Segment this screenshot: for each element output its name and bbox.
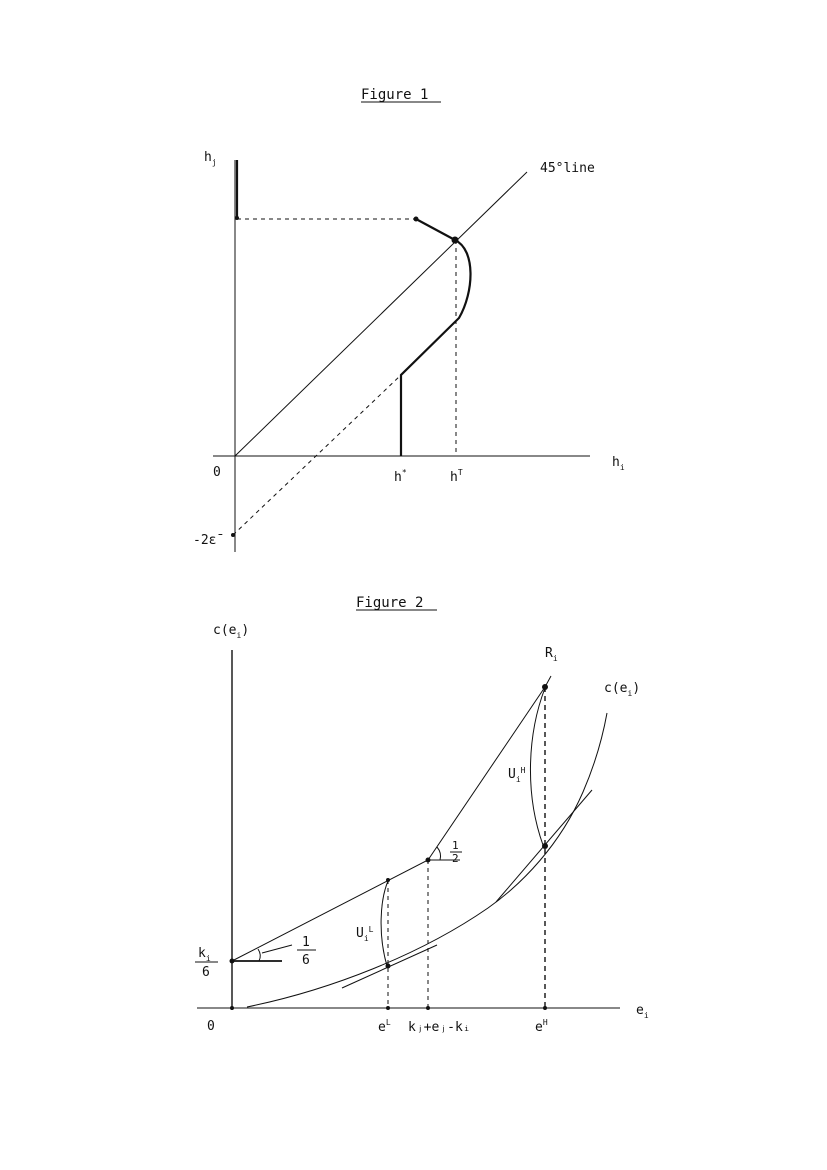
figure-2-tick-eH: eH: [535, 1018, 548, 1035]
figure-2-slope-low-numerator: 1: [302, 935, 310, 950]
figure-2-tick-eL: eL: [378, 1018, 391, 1035]
figure-1-point-axis: [235, 216, 239, 220]
figure-2-U-high-label: UiH: [508, 766, 526, 784]
figure-2-point-eL-curve: [385, 963, 391, 969]
figure-2-point-eL-axis: [386, 1006, 390, 1010]
figure-2-slope-low-leader: [261, 944, 293, 954]
figure-2-U-low-bracket: [380, 880, 389, 967]
figure-1-45-line-label: 45°line: [540, 161, 595, 176]
figure-2-slope-high-numerator: 1: [452, 839, 459, 852]
figure-2-ray-label: Ri: [545, 646, 558, 663]
figure-2-slope-low-denominator: 6: [302, 953, 310, 968]
figure-2-point-eH-axis: [543, 1006, 547, 1010]
figure-1-tick-hT: hT: [450, 468, 463, 485]
figure-2-point-kink-axis: [426, 1006, 430, 1010]
figure-2-curve-label: c(ei): [604, 681, 640, 698]
figure-1-point-top: [413, 216, 419, 222]
figure-1-origin: 0: [213, 465, 221, 480]
figure-2-cost-curve: [246, 712, 608, 1008]
figure-2-slope-high-denominator: 2: [452, 852, 459, 865]
figure-2-point-eH-curve: [542, 843, 548, 849]
figure-2-point-kink: [425, 857, 431, 863]
figure-1-curve-top-segment: [415, 218, 456, 241]
figure-1-point-intersection: [451, 236, 459, 244]
figure-2-point-intercept: [229, 958, 235, 964]
figure-1-point-neg: [231, 533, 235, 537]
figure-2-title: Figure 2: [356, 595, 423, 611]
figure-2: Figure 2: [195, 595, 649, 1035]
figure-1-title: Figure 1: [361, 87, 428, 103]
figure-2-point-origin: [230, 1006, 234, 1010]
figure-1-neg-label: -2ε̄: [193, 533, 222, 548]
figure-1-dashed-diagonal: [232, 374, 402, 536]
figure-1-45-degree-line: [234, 171, 528, 457]
figure-2-intercept-numerator: ki: [198, 946, 211, 963]
figure-1: Figure 1 hj 45°line hi 0 -2ε̄ h* hT: [193, 87, 625, 552]
figure-2-slope-low-arc: [257, 948, 261, 962]
figure-2-origin: 0: [207, 1019, 215, 1034]
figure-2-U-high-bracket: [529, 687, 546, 846]
figure-1-x-label: hi: [612, 455, 625, 472]
figure-2-ray-R: [231, 675, 552, 962]
figure-2-point-eL-ray: [386, 878, 390, 882]
figure-2-intercept-denominator: 6: [202, 965, 210, 980]
figure-2-y-label: c(ei): [213, 623, 249, 640]
figure-1-y-label: hj: [204, 150, 217, 167]
figure-2-tick-kink: kⱼ+eⱼ-kᵢ: [408, 1020, 471, 1035]
figure-1-tick-h-star: h*: [394, 468, 407, 485]
figure-2-slope-high-arc: [436, 846, 442, 861]
figure-2-x-label: ei: [636, 1003, 649, 1020]
figure-2-point-eH-ray: [542, 684, 548, 690]
figure-1-reaction-curve: [399, 239, 472, 456]
figure-2-U-low-label: UiL: [356, 925, 374, 943]
